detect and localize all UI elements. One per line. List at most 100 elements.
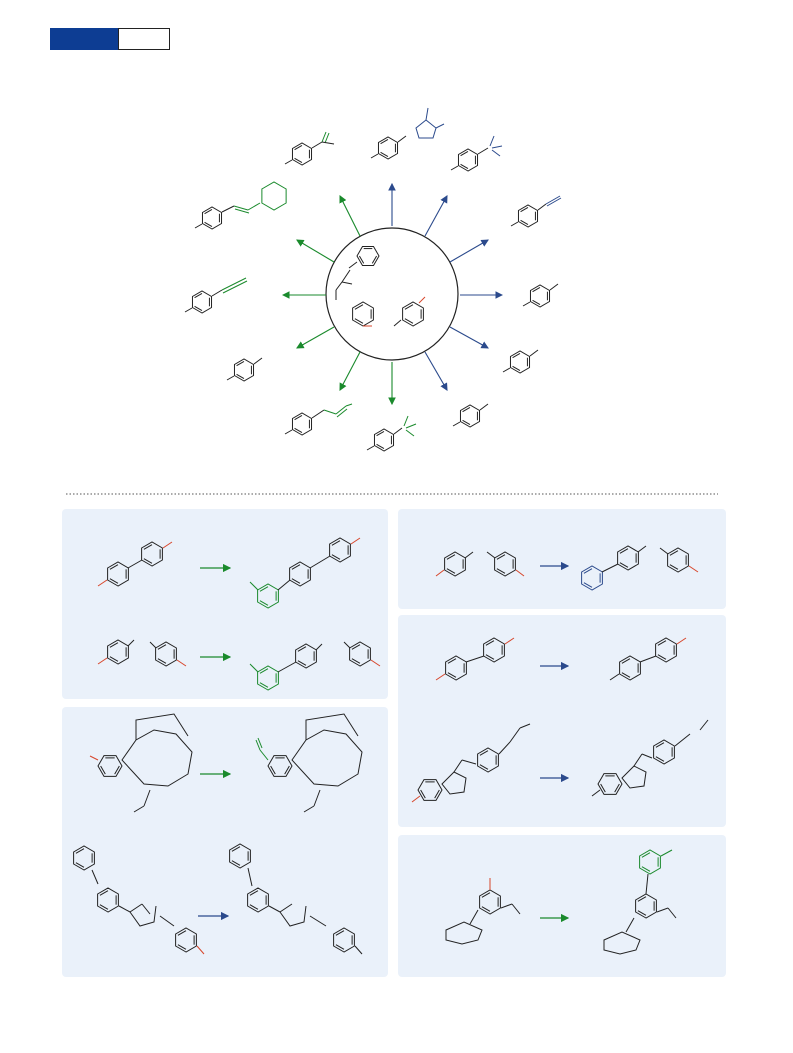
bond <box>143 789 151 807</box>
bond <box>247 867 253 887</box>
aromatic-bond <box>404 304 414 310</box>
p2-product-ring-b <box>667 547 689 573</box>
bond <box>633 753 643 767</box>
aromatic-bond <box>194 292 203 299</box>
hub-substrates <box>335 245 426 327</box>
aromatic-bond <box>637 896 647 902</box>
bond <box>435 673 446 681</box>
bond <box>667 907 677 919</box>
bond <box>491 145 503 149</box>
radial-arrows <box>281 182 504 406</box>
aromatic-bond <box>496 568 506 574</box>
bond <box>309 555 331 569</box>
bond <box>249 663 259 673</box>
p3-aryl <box>477 747 499 773</box>
p4b-aryl-a <box>97 887 119 913</box>
bond <box>522 301 531 307</box>
bond <box>699 719 709 731</box>
bond <box>504 637 515 645</box>
p1-product-ring-green <box>257 583 279 609</box>
aromatic-bond <box>404 318 414 324</box>
bond <box>393 319 402 327</box>
bond <box>97 579 108 587</box>
ring-outline <box>233 358 255 382</box>
bond <box>609 673 620 681</box>
ring-outline <box>155 641 177 667</box>
bond <box>366 445 375 451</box>
aromatic-bond <box>114 765 120 775</box>
bond <box>354 945 363 955</box>
p1-product-ring-a <box>289 561 311 587</box>
p4-cage-left <box>121 729 193 787</box>
bond <box>118 905 131 913</box>
ring-outline <box>73 845 95 871</box>
aromatic-bond <box>657 654 667 660</box>
aromatic-bond <box>460 150 469 157</box>
bond <box>321 131 327 143</box>
aromatic-bond <box>249 890 259 896</box>
bond <box>336 408 348 418</box>
aromatic-bond <box>434 789 440 799</box>
aromatic-bond <box>297 646 307 652</box>
scheme-panel-top-right <box>398 509 726 609</box>
p1-product-ring-b <box>329 537 351 563</box>
aromatic-bond <box>462 406 471 413</box>
bond <box>519 723 531 729</box>
aromatic-bond <box>641 852 651 858</box>
bond <box>489 135 495 147</box>
scheme-panel-bottom-right <box>398 835 726 977</box>
bond <box>461 759 477 765</box>
aromatic-bond <box>532 299 541 306</box>
bond <box>277 661 297 673</box>
aromatic-bond <box>376 430 385 437</box>
aromatic-bond <box>143 544 153 550</box>
aromatic-bond <box>460 163 469 170</box>
ring-outline <box>291 412 313 436</box>
bond <box>418 296 426 304</box>
aromatic-bond <box>177 944 187 950</box>
bond <box>411 795 421 803</box>
ring-outline <box>509 350 531 374</box>
aromatic-bond <box>512 352 521 359</box>
bond <box>502 367 511 373</box>
ring-outline <box>352 301 374 327</box>
aromatic-bond <box>420 789 426 799</box>
bond <box>510 221 519 227</box>
p3-product-indole-benzo <box>597 773 623 795</box>
aromatic-bond <box>259 586 269 592</box>
bond <box>453 759 463 773</box>
bond <box>162 541 173 549</box>
ring-outline <box>373 428 395 452</box>
aromatic-bond <box>380 151 389 158</box>
aromatic-bond <box>371 255 378 264</box>
bond <box>335 405 347 415</box>
bond <box>546 197 562 207</box>
ring-outline <box>191 290 213 314</box>
product-right-upper <box>517 204 539 228</box>
p5-prod-aryl <box>635 893 657 919</box>
aromatic-bond <box>249 904 259 910</box>
p4-ring-right <box>267 755 293 777</box>
p1-ring-d <box>155 641 177 667</box>
aromatic-bond <box>335 930 345 936</box>
ring-outline <box>349 641 371 667</box>
p4b-prod-phenyl <box>229 843 251 869</box>
aromatic-bond <box>380 138 389 145</box>
p3-product-pyrrole <box>621 765 647 789</box>
bond <box>465 655 485 663</box>
ring-outline <box>107 639 129 665</box>
bond <box>233 205 249 211</box>
aromatic-bond <box>75 848 85 854</box>
bond <box>315 643 323 651</box>
aromatic-bond <box>157 658 167 664</box>
bond <box>641 753 653 759</box>
p1-ring-c <box>107 639 129 665</box>
aromatic-bond <box>204 221 213 228</box>
ring-outline <box>356 245 380 267</box>
ring-outline <box>457 148 479 172</box>
bond <box>127 639 135 647</box>
ring-outline <box>141 541 163 567</box>
aromatic-bond <box>485 654 495 660</box>
aromatic-bond <box>358 255 365 264</box>
